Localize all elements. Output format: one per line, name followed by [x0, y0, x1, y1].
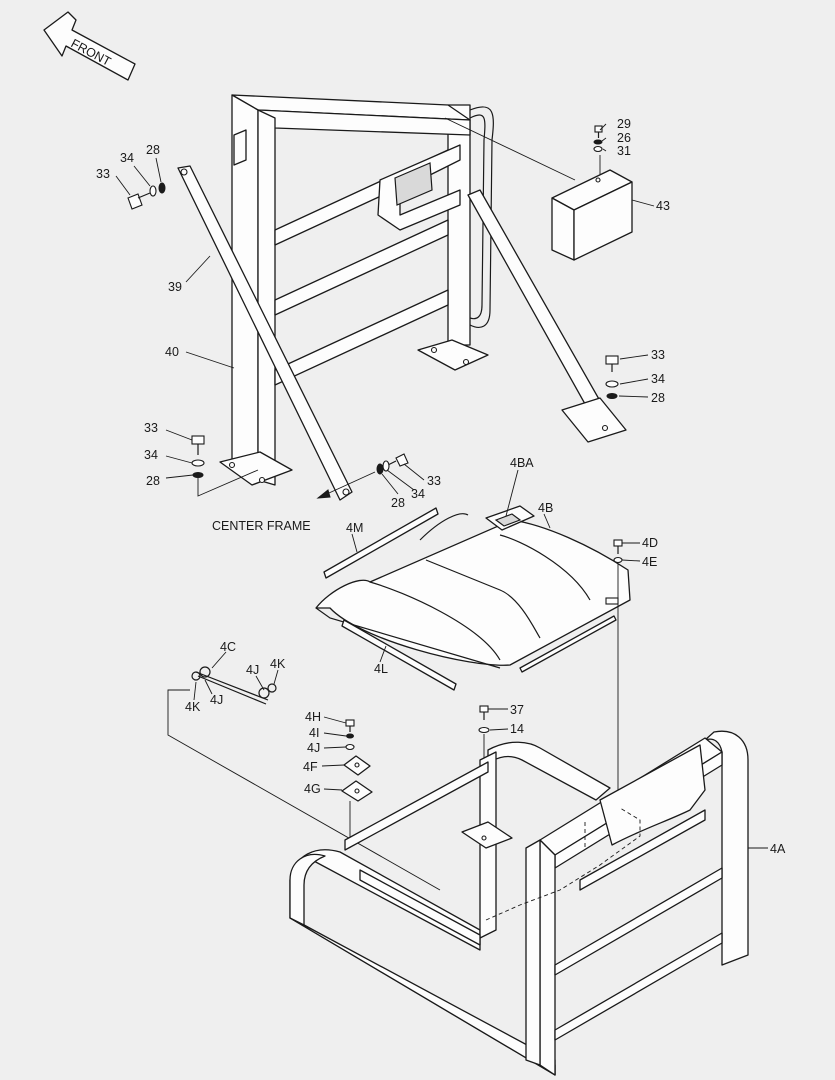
callout-4J-b: 4J	[210, 693, 223, 707]
callout-4I: 4I	[309, 726, 319, 740]
callout-4D: 4D	[642, 536, 658, 550]
callout-labels: 29 26 31 43 34 28 33 39 40 33 34 28 33 3…	[96, 117, 786, 856]
callout-28-right: 28	[651, 391, 665, 405]
callout-39: 39	[168, 280, 182, 294]
callout-34-right: 34	[651, 372, 665, 386]
callout-4L: 4L	[374, 662, 388, 676]
hardware-4H-4G	[341, 719, 373, 848]
spring-4C	[167, 666, 441, 891]
hardware-top-left	[127, 182, 166, 210]
front-arrow: FRONT	[43, 11, 136, 81]
seat-cushion-4B	[315, 505, 631, 669]
seat-frame-4A	[289, 604, 749, 1076]
callout-40: 40	[165, 345, 179, 359]
strip-4M	[323, 507, 439, 579]
strip-right	[519, 615, 617, 673]
callout-43: 43	[656, 199, 670, 213]
callout-28-left: 28	[146, 474, 160, 488]
callout-33-right: 33	[651, 348, 665, 362]
callout-34-left: 34	[144, 448, 158, 462]
brace-39	[177, 165, 353, 501]
callout-33-left: 33	[144, 421, 158, 435]
center-frame-stand	[219, 94, 494, 486]
callout-37: 37	[510, 703, 524, 717]
strip-4L	[341, 619, 457, 691]
callout-26: 26	[617, 131, 631, 145]
callout-4G: 4G	[304, 782, 321, 796]
callout-34-mid: 34	[411, 487, 425, 501]
callout-33-mid: 33	[427, 474, 441, 488]
callout-4A: 4A	[770, 842, 786, 856]
callout-4K-b: 4K	[185, 700, 201, 714]
callout-33-top: 33	[96, 167, 110, 181]
hardware-29-26-31	[593, 125, 603, 153]
callout-31: 31	[617, 144, 631, 158]
hardware-mid	[376, 453, 409, 475]
leader-lines	[115, 123, 768, 849]
callout-4K-a: 4K	[270, 657, 286, 671]
center-frame-label: CENTER FRAME	[212, 519, 311, 533]
callout-14: 14	[510, 722, 524, 736]
right-brace	[467, 189, 627, 443]
hardware-left	[191, 435, 259, 497]
callout-29: 29	[617, 117, 631, 131]
callout-4J-c: 4J	[307, 741, 320, 755]
callout-28-top: 28	[146, 143, 160, 157]
callout-4C: 4C	[220, 640, 236, 654]
callout-34-top: 34	[120, 151, 134, 165]
cover-43	[551, 169, 633, 261]
hardware-right	[605, 355, 619, 399]
callout-4F: 4F	[303, 760, 318, 774]
callout-4M: 4M	[346, 521, 363, 535]
callout-4E: 4E	[642, 555, 657, 569]
callout-28-mid: 28	[391, 496, 405, 510]
callout-4J-a: 4J	[246, 663, 259, 677]
callout-4H: 4H	[305, 710, 321, 724]
callout-4BA: 4BA	[510, 456, 534, 470]
callout-4B: 4B	[538, 501, 553, 515]
